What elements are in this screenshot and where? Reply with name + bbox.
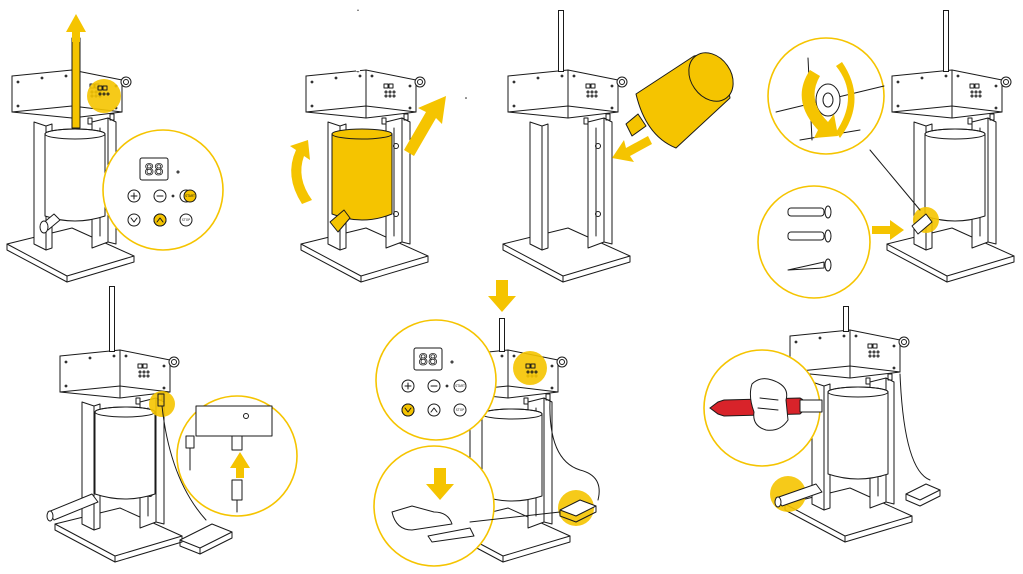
arrow-down-icon — [488, 280, 516, 312]
step-6-panel: START STOP — [373, 280, 600, 567]
start-button-label[interactable]: START — [455, 384, 465, 388]
stop-button-label[interactable]: STOP — [182, 218, 190, 222]
cylinder — [44, 128, 106, 222]
control-panel-icon: START STOP — [102, 129, 224, 251]
connector-icon — [176, 395, 298, 517]
arrow-up-icon — [230, 452, 250, 478]
arrow-up-icon — [66, 14, 86, 42]
start-button-label[interactable]: START — [185, 194, 195, 198]
step-4-panel — [757, 10, 1015, 299]
step-2-panel — [290, 9, 467, 283]
stop-button-label[interactable]: STOP — [456, 408, 464, 412]
cylinder-icon — [329, 128, 393, 233]
nozzle-icon — [767, 37, 885, 155]
foot-pedal-icon — [179, 523, 233, 555]
foot-pedal-icon — [905, 483, 941, 507]
arrow-up-right-icon — [404, 96, 446, 156]
cylinder-icon — [625, 52, 734, 149]
step-5-panel — [46, 286, 298, 563]
arrow-right-icon — [872, 220, 904, 240]
step-1-panel: START STOP — [6, 14, 224, 283]
nozzle-icon — [770, 476, 823, 512]
control-panel-icon: START STOP — [375, 319, 497, 441]
step-3-panel — [502, 10, 734, 283]
foot-pedal-icon — [558, 490, 597, 526]
rotate-arrow-icon — [801, 62, 855, 138]
foot-icon — [373, 445, 495, 567]
arrow-down-left-icon — [612, 136, 652, 162]
rotate-arrow-icon — [290, 140, 312, 204]
step-7-panel — [703, 306, 941, 543]
hand-icon — [749, 378, 789, 431]
